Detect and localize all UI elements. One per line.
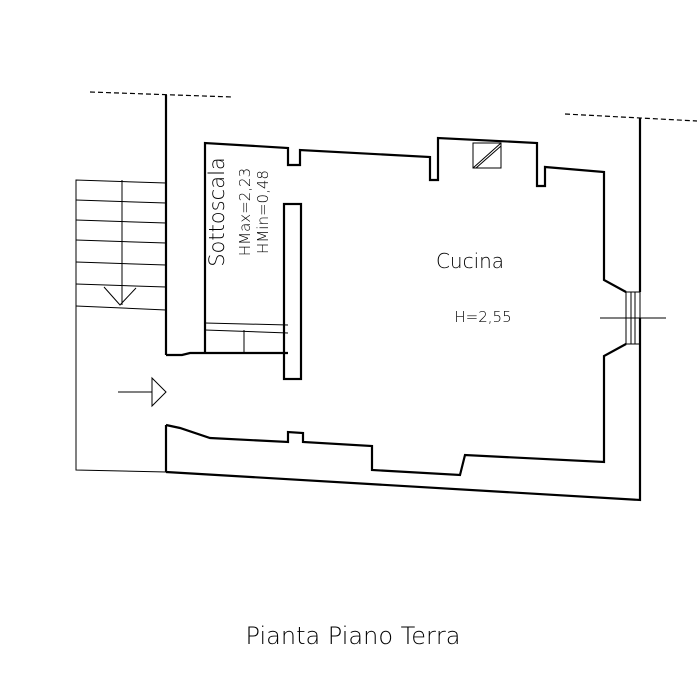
- structural-beam: [282, 202, 303, 381]
- room-name-cucina: Cucina: [436, 249, 504, 273]
- external-staircase: [75, 179, 167, 473]
- room-height-cucina: H=2,55: [454, 308, 511, 326]
- stair-direction-icon: [103, 286, 137, 306]
- window-right: [600, 291, 666, 345]
- room-hmin-sottoscala: HMin=0,48: [254, 170, 272, 254]
- room-name-sottoscala: Sottoscala: [205, 157, 229, 267]
- inner-walls: [165, 136, 627, 477]
- outer-walls: [164, 95, 642, 502]
- entrance-arrow-icon: [118, 376, 167, 408]
- drawing-caption: Pianta Piano Terra: [246, 622, 461, 650]
- boundary-lines: [89, 91, 697, 122]
- flue-icon: [472, 142, 502, 169]
- room-hmax-sottoscala: HMax=2,23: [236, 168, 254, 256]
- sottoscala-details: [204, 202, 303, 381]
